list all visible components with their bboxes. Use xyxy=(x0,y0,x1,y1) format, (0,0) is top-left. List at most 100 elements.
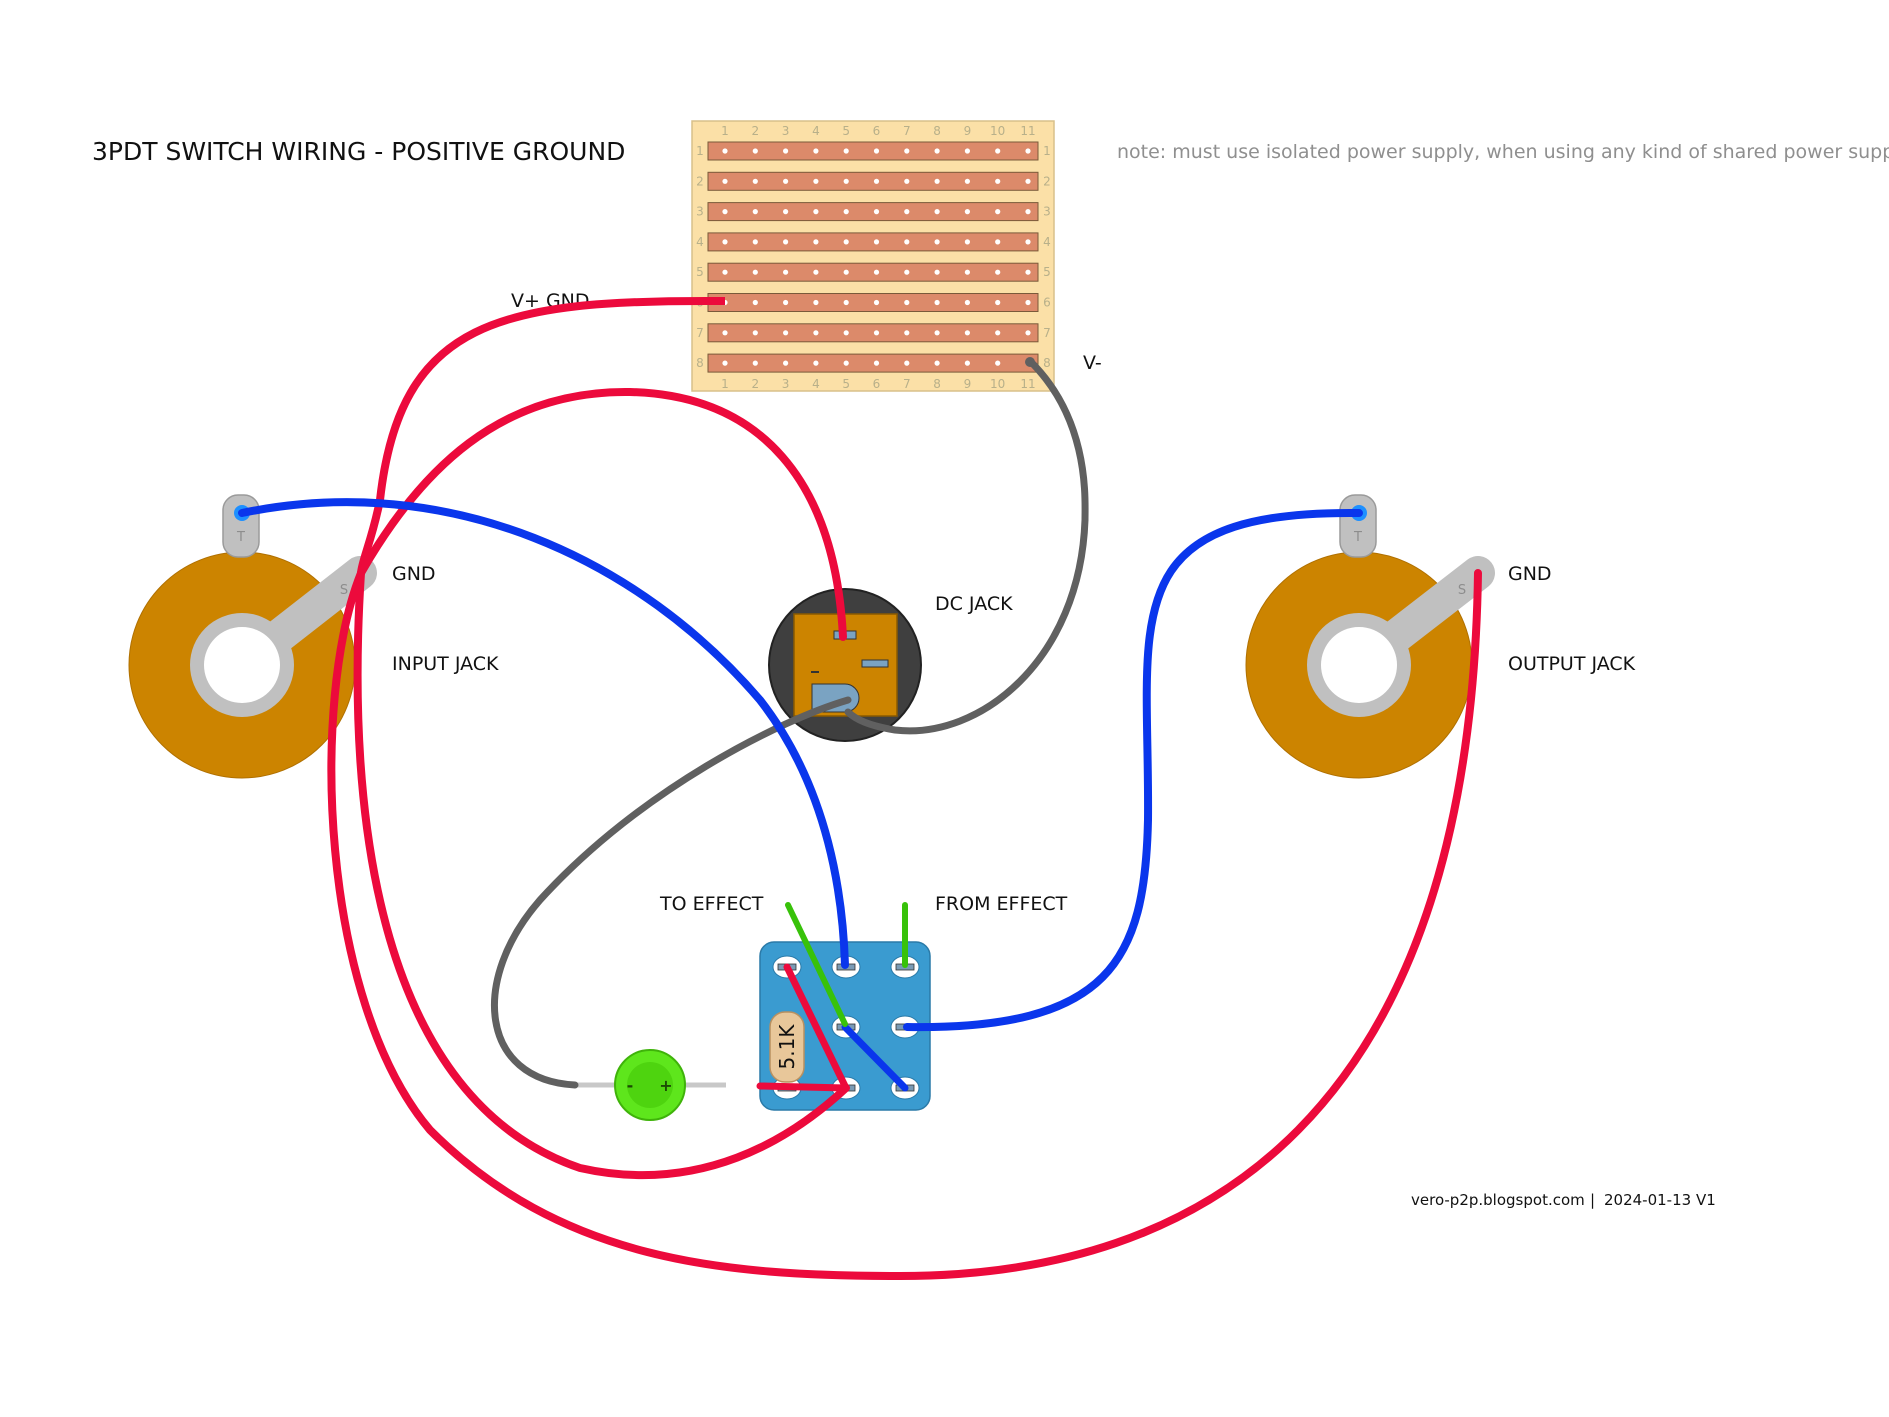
dc-jack-marker xyxy=(811,671,819,673)
strip-hole xyxy=(964,239,971,245)
strip-hole xyxy=(934,178,940,184)
led-plus-mark: + xyxy=(659,1076,672,1095)
column-number: 11 xyxy=(1020,124,1035,138)
strip-hole xyxy=(783,330,789,336)
strip-hole xyxy=(752,209,758,215)
strip-hole xyxy=(813,269,819,275)
strip-hole xyxy=(752,239,758,245)
strip-hole xyxy=(873,330,880,336)
from-effect-label: FROM EFFECT xyxy=(935,893,1068,915)
footer-separator: | xyxy=(1590,1191,1595,1209)
strip-hole xyxy=(722,209,728,215)
strip-hole xyxy=(934,330,940,336)
input-jack-tip-lug xyxy=(222,494,260,558)
column-number: 5 xyxy=(842,377,850,391)
column-number: 6 xyxy=(873,124,881,138)
input-jack-tip-letter: T xyxy=(236,530,245,545)
strip-hole xyxy=(722,148,728,154)
column-number: 9 xyxy=(964,124,972,138)
strip-hole xyxy=(934,269,940,275)
resistor-body xyxy=(769,1011,805,1083)
strip-hole xyxy=(1025,269,1031,275)
column-number: 8 xyxy=(933,124,941,138)
wire-input-ground-to-output-ground xyxy=(327,569,1482,1280)
input-jack-sleeve-letter: S xyxy=(340,583,348,598)
strip-hole xyxy=(783,178,789,184)
strip-hole xyxy=(783,148,789,154)
strip-hole xyxy=(813,209,819,215)
column-number: 7 xyxy=(903,377,911,391)
column-number: 2 xyxy=(751,124,759,138)
row-number: 3 xyxy=(1043,205,1051,219)
strip-hole xyxy=(813,178,819,184)
strip-hole xyxy=(1025,178,1031,184)
row-number: 1 xyxy=(696,144,704,158)
strip-hole xyxy=(964,269,971,275)
row-number: 8 xyxy=(696,356,704,370)
column-number: 4 xyxy=(812,377,820,391)
strip-hole xyxy=(843,178,849,184)
copper-strip-row-1 xyxy=(707,141,1039,161)
strip-hole xyxy=(964,330,971,336)
strip-hole xyxy=(873,178,880,184)
strip-hole xyxy=(1025,239,1031,245)
strip-hole xyxy=(995,148,1001,154)
strip-hole xyxy=(722,178,728,184)
strip-hole xyxy=(873,299,880,306)
wire-input-tip-to-switch xyxy=(238,498,849,969)
output-jack: T S xyxy=(1245,494,1495,779)
column-number: 11 xyxy=(1020,377,1035,391)
strip-hole xyxy=(813,299,819,306)
input-jack: T S xyxy=(128,494,377,779)
input-jack-hole xyxy=(204,627,280,703)
strip-hole xyxy=(964,148,971,154)
row-number: 5 xyxy=(696,265,704,279)
strip-hole xyxy=(722,330,728,336)
led-lens xyxy=(627,1062,673,1108)
copper-strip-row-3 xyxy=(707,202,1039,222)
wire-switch-to-led xyxy=(756,1082,850,1092)
column-number: 9 xyxy=(964,377,972,391)
strip-hole xyxy=(873,148,880,154)
strip-hole xyxy=(783,360,789,366)
column-number: 1 xyxy=(721,124,729,138)
strip-hole xyxy=(904,360,910,366)
row-number: 4 xyxy=(1043,235,1051,249)
strip-hole xyxy=(904,269,910,275)
copper-strip-row-8 xyxy=(707,353,1039,373)
strip-hole xyxy=(904,299,910,306)
strip-hole xyxy=(813,330,819,336)
strip-hole xyxy=(843,148,849,154)
strip-hole xyxy=(964,209,971,215)
copper-strip-row-4 xyxy=(707,232,1039,252)
strip-hole xyxy=(1025,148,1031,154)
wire-input-ground-to-switch xyxy=(353,569,850,1180)
strip-hole xyxy=(904,209,910,215)
strip-hole xyxy=(722,269,728,275)
wire-switch-to-output-tip xyxy=(903,508,1363,1032)
copper-strip-row-2 xyxy=(707,171,1039,191)
led: - + xyxy=(578,1049,726,1121)
row-number: 7 xyxy=(1043,326,1051,340)
wire-dc-jack-to-led xyxy=(491,696,852,1089)
wire-dc-jack-to-input-ground xyxy=(357,387,847,641)
strip-hole xyxy=(995,269,1001,275)
input-gnd-label: GND xyxy=(392,563,436,585)
output-jack-sleeve-letter: S xyxy=(1458,583,1466,598)
column-number: 1 xyxy=(721,377,729,391)
wire-to-effect xyxy=(785,902,848,1027)
column-number: 5 xyxy=(842,124,850,138)
strip-hole xyxy=(752,148,758,154)
wire-switch-to-resistor xyxy=(783,963,850,1092)
column-number: 3 xyxy=(782,377,790,391)
strip-hole xyxy=(783,209,789,215)
output-gnd-label: GND xyxy=(1508,563,1552,585)
stripboard-base xyxy=(691,120,1055,392)
strip-hole xyxy=(1025,209,1031,215)
copper-strip-row-7 xyxy=(707,323,1039,343)
strip-hole xyxy=(995,239,1001,245)
strip-hole xyxy=(995,209,1001,215)
